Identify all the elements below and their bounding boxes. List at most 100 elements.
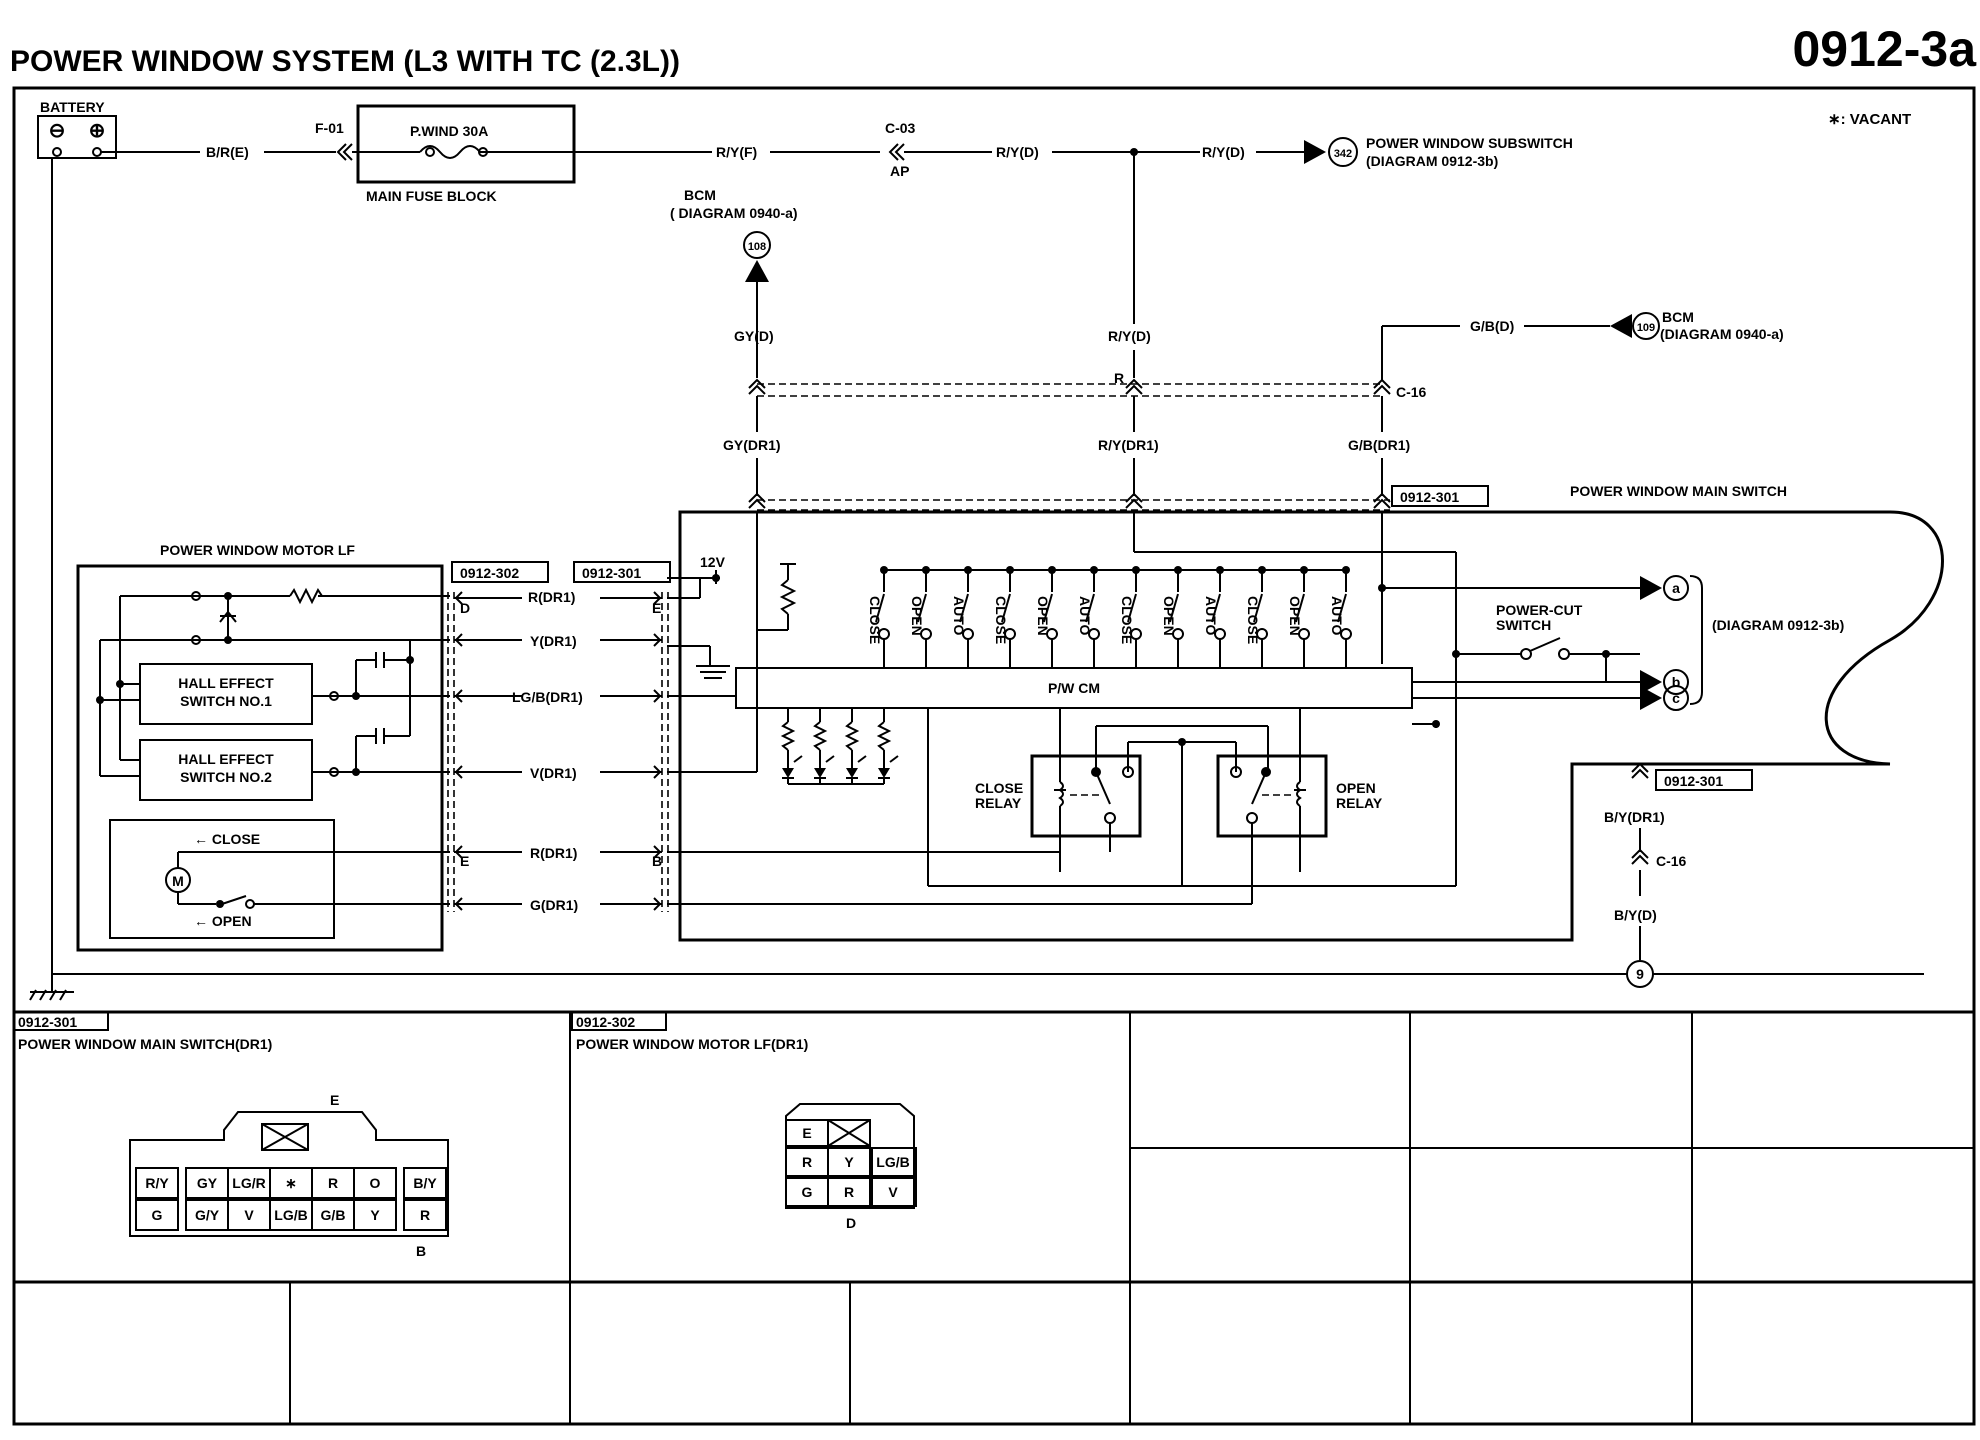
svg-text:R: R bbox=[328, 1175, 338, 1191]
connector-0912-301-top: 0912-301 bbox=[1400, 489, 1459, 505]
battery-label: BATTERY bbox=[40, 99, 105, 115]
table2-title: POWER WINDOW MOTOR LF(DR1) bbox=[576, 1036, 808, 1052]
motor-subbox bbox=[109, 819, 335, 939]
wire-label-gydr1: GY(DR1) bbox=[723, 437, 781, 453]
pin-cell: R bbox=[403, 1199, 447, 1231]
fuse-symbol bbox=[400, 145, 520, 159]
table1-top-label: E bbox=[330, 1092, 339, 1108]
led-branch-3 bbox=[844, 708, 867, 784]
fuse-label: P.WIND 30A bbox=[410, 123, 488, 139]
wire-label-ryd1: R/Y(D) bbox=[996, 144, 1039, 160]
pin-cell: E bbox=[785, 1119, 829, 1147]
svg-text:R: R bbox=[420, 1207, 430, 1223]
switch-label-1: CLOSE bbox=[867, 596, 883, 644]
svg-text:HALL EFFECT: HALL EFFECT bbox=[178, 675, 274, 691]
motor-box bbox=[76, 564, 444, 952]
pin-cell: Y bbox=[353, 1199, 397, 1231]
wire-label-gyd: GY(D) bbox=[734, 328, 774, 344]
close-relay-label-1: CLOSE bbox=[975, 780, 1023, 796]
outer-frame bbox=[12, 86, 1976, 1426]
ground-symbol-inner bbox=[696, 660, 730, 679]
svg-text:G: G bbox=[152, 1207, 163, 1223]
svg-text:109: 109 bbox=[1637, 322, 1655, 334]
svg-text:V: V bbox=[244, 1207, 254, 1223]
switch-label-4: CLOSE bbox=[993, 596, 1009, 644]
switch-label-10: CLOSE bbox=[1245, 596, 1261, 644]
svg-text:R/Y: R/Y bbox=[145, 1175, 169, 1191]
pin-b-label: B bbox=[652, 853, 662, 869]
svg-text:LG/B: LG/B bbox=[876, 1154, 909, 1170]
open-relay-label-2: RELAY bbox=[1336, 795, 1383, 811]
switch-label-11: OPEN bbox=[1287, 596, 1303, 636]
led-branch-2 bbox=[812, 708, 835, 784]
hall-switch-2 bbox=[139, 739, 313, 801]
svg-text:Y: Y bbox=[844, 1154, 854, 1170]
svg-text:B/Y: B/Y bbox=[413, 1175, 437, 1191]
pwcm-label: P/W CM bbox=[1048, 680, 1100, 696]
svg-text:∗: ∗ bbox=[285, 1175, 297, 1191]
led-branch-1 bbox=[780, 708, 803, 784]
wire-label-ryd3: R/Y(D) bbox=[1108, 328, 1151, 344]
fuse-block-label: MAIN FUSE BLOCK bbox=[366, 188, 497, 204]
connector-0912-301-left: 0912-301 bbox=[582, 565, 641, 581]
svg-text:LG/R: LG/R bbox=[232, 1175, 265, 1191]
bcm1-title: BCM bbox=[684, 187, 716, 203]
vacant-note: ∗: VACANT bbox=[1828, 111, 1911, 128]
svg-text:HALL EFFECT: HALL EFFECT bbox=[178, 751, 274, 767]
main-switch-title: POWER WINDOW MAIN SWITCH bbox=[1570, 483, 1787, 499]
switch-bank: CLOSE OPEN AUTO CLOSE OPEN AUTO CLOSE OPEN AUTO C… bbox=[867, 566, 1352, 668]
motor-title: POWER WINDOW MOTOR LF bbox=[160, 542, 355, 558]
pin-cell: V bbox=[227, 1199, 271, 1231]
wire-label-rydr1: R/Y(DR1) bbox=[1098, 437, 1159, 453]
wire-label-bre: B/R(E) bbox=[206, 144, 249, 160]
wire-label-gdr1: G(DR1) bbox=[530, 897, 578, 913]
hall-switch-1 bbox=[139, 663, 313, 725]
pin-cell: R bbox=[785, 1147, 829, 1177]
switch-9: AUTO bbox=[1203, 566, 1226, 668]
switch-label-3: AUTO bbox=[951, 596, 967, 636]
wire-label-rdr1a: R(DR1) bbox=[528, 589, 575, 605]
output-a: a bbox=[1672, 580, 1680, 596]
pin-d-label: D bbox=[460, 600, 470, 616]
pin-cell: Y bbox=[827, 1147, 871, 1177]
svg-text:R: R bbox=[844, 1184, 854, 1200]
switch-label-7: CLOSE bbox=[1119, 596, 1135, 644]
wire-label-ydr1: Y(DR1) bbox=[530, 633, 577, 649]
bcm2-ref: (DIAGRAM 0940-a) bbox=[1660, 326, 1784, 342]
c16-label: C-16 bbox=[1396, 384, 1427, 400]
connector-c03 bbox=[888, 143, 905, 161]
pin-cell: O bbox=[353, 1167, 397, 1199]
subswitch-connector bbox=[1328, 137, 1358, 167]
svg-text:LG/B: LG/B bbox=[274, 1207, 307, 1223]
pin-cell: G bbox=[785, 1177, 829, 1207]
switch-12: AUTO bbox=[1329, 566, 1352, 668]
svg-text:M: M bbox=[172, 873, 184, 889]
svg-text:E: E bbox=[802, 1125, 811, 1141]
switch-6: AUTO bbox=[1077, 566, 1100, 668]
motor-close-label: ← CLOSE bbox=[194, 831, 260, 847]
switch-label-8: OPEN bbox=[1161, 596, 1177, 636]
svg-text:SWITCH NO.2: SWITCH NO.2 bbox=[180, 769, 272, 785]
main-fuse-block bbox=[356, 104, 576, 184]
led-group bbox=[780, 708, 899, 784]
close-relay-label-2: RELAY bbox=[975, 795, 1022, 811]
table2-connector-outline bbox=[785, 1103, 915, 1209]
pin-cell: LG/B bbox=[269, 1199, 313, 1231]
subswitch-ref: (DIAGRAM 0912-3b) bbox=[1366, 153, 1498, 169]
pin-cell: LG/R bbox=[227, 1167, 271, 1199]
table2-bottom-label: D bbox=[846, 1215, 856, 1231]
open-relay bbox=[1216, 754, 1328, 838]
diagram-code: 0912-3a bbox=[1793, 21, 1978, 77]
svg-text:O: O bbox=[370, 1175, 381, 1191]
diagram-title: POWER WINDOW SYSTEM (L3 WITH TC (2.3L)) bbox=[10, 45, 680, 78]
switch-label-5: OPEN bbox=[1035, 596, 1051, 636]
switch-2: OPEN bbox=[909, 566, 932, 668]
pin-cell: G/Y bbox=[185, 1199, 229, 1231]
battery-symbol bbox=[37, 115, 117, 159]
svg-text:R: R bbox=[802, 1154, 812, 1170]
wire-label-vdr1: V(DR1) bbox=[530, 765, 577, 781]
main-switch-outline bbox=[678, 510, 1944, 942]
battery-minus: ⊖ bbox=[49, 120, 66, 142]
svg-text:V: V bbox=[888, 1184, 898, 1200]
wire-label-ryd2: R/Y(D) bbox=[1202, 144, 1245, 160]
